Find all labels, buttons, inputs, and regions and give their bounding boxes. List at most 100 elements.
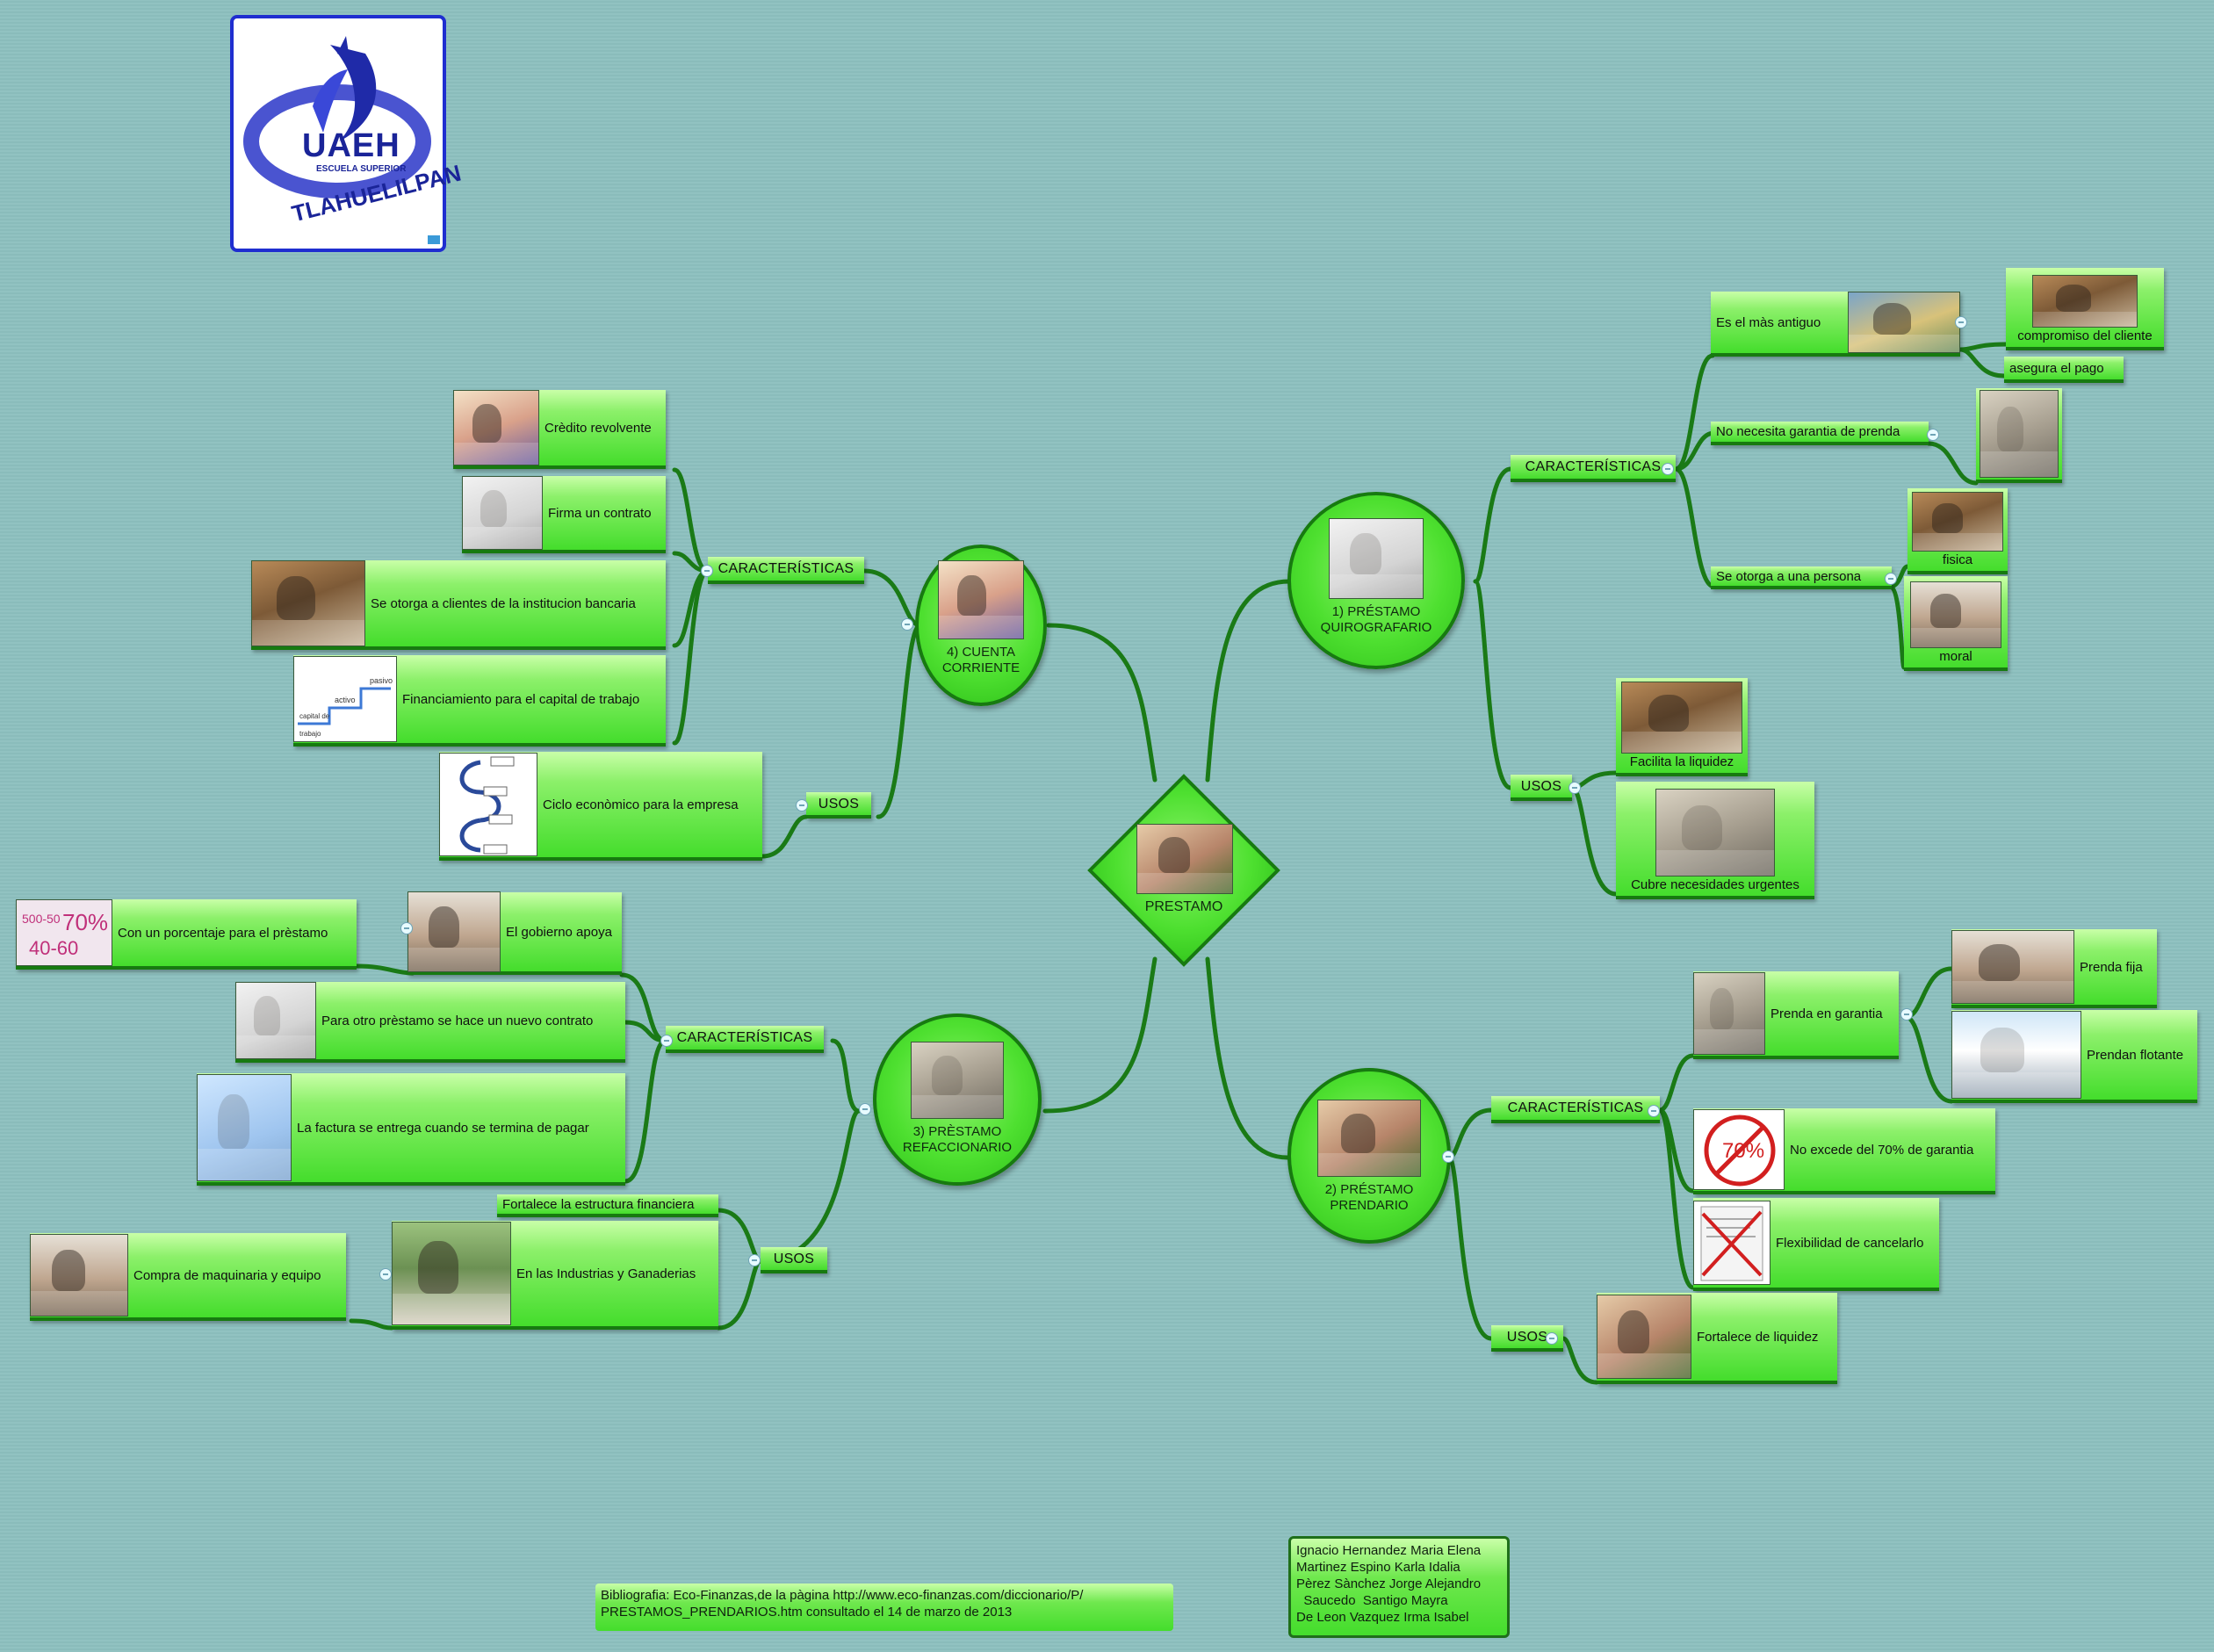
node-label: 2) PRÉSTAMO PRENDARIO: [1324, 1182, 1414, 1213]
flow-pasivo-text: pasivo: [370, 676, 393, 685]
p-no-excede[interactable]: 70% No excede del 70% de garantia: [1693, 1108, 1995, 1194]
percentage-note-icon: 500-50 70% 40-60: [16, 899, 112, 966]
seventy-percent-text: 70%: [1722, 1139, 1764, 1163]
r-ind-collapse-icon[interactable]: [379, 1268, 392, 1280]
logo-subtext: ESCUELA SUPERIOR: [316, 164, 407, 174]
r-caracteristicas[interactable]: CARACTERÍSTICAS: [666, 1026, 824, 1053]
q-fisica[interactable]: fisica: [1908, 488, 2008, 574]
seventy-percent-sign-icon: 70%: [1693, 1109, 1785, 1190]
pct-big-text: 70%: [62, 909, 108, 935]
q-antiguo[interactable]: Es el màs antiguo: [1711, 292, 1960, 357]
p-fortalece-liquidez[interactable]: Fortalece de liquidez: [1597, 1293, 1837, 1384]
service-photo: [1655, 789, 1775, 876]
pct-note-text: 500-50: [22, 912, 61, 926]
p-flexibilidad[interactable]: Flexibilidad de cancelarlo: [1693, 1198, 1939, 1291]
coins-photo: [1317, 1100, 1421, 1177]
p-garantia-collapse-icon[interactable]: [1900, 1008, 1913, 1021]
flow-capital-text: capital de: [299, 712, 330, 720]
coins-hands-photo: [1597, 1295, 1691, 1379]
q-no-garantia[interactable]: No necesita garantia de prenda: [1711, 422, 1929, 445]
c-usos-collapse-icon[interactable]: [796, 799, 808, 812]
c-caracteristicas[interactable]: CARACTERÍSTICAS: [708, 557, 864, 584]
q-prenda-photo-node[interactable]: [1976, 388, 2062, 483]
node-prestamo-refaccionario[interactable]: 3) PRÈSTAMO REFACCIONARIO: [873, 1014, 1042, 1186]
q-moral[interactable]: moral: [1904, 576, 2008, 671]
r-gob-collapse-icon[interactable]: [400, 922, 413, 934]
node-label: 1) PRÉSTAMO QUIROGRAFARIO: [1320, 604, 1432, 635]
person-photo: [1912, 492, 2003, 552]
r-industrias[interactable]: En las Industrias y Ganaderias: [392, 1221, 718, 1330]
c-firma[interactable]: Firma un contrato: [462, 476, 666, 553]
c-usos[interactable]: USOS: [806, 792, 871, 819]
c-credito[interactable]: Crèdito revolvente: [453, 390, 666, 469]
money-photo: [1848, 292, 1960, 353]
q-car-collapse-icon[interactable]: [1662, 463, 1674, 475]
c-ciclo[interactable]: Ciclo econòmico para la empresa: [439, 752, 762, 861]
economic-cycle-diagram-icon: [439, 753, 537, 856]
invoice-photo: [197, 1074, 292, 1181]
bills-photo: [453, 390, 539, 465]
node-prestamo-prendario[interactable]: 2) PRÉSTAMO PRENDARIO: [1287, 1068, 1451, 1244]
desk-photo: [1621, 682, 1742, 754]
building-photo: [1951, 930, 2074, 1004]
flow-trabajo-text: trabajo: [299, 730, 321, 738]
p-prenda-fija[interactable]: Prenda fija: [1951, 929, 2157, 1008]
counter-photo: [1980, 390, 2059, 478]
office-photo: [2032, 275, 2138, 328]
bus-photo: [1951, 1011, 2081, 1099]
bank-desk-photo: [251, 560, 365, 646]
q-usos[interactable]: USOS: [1511, 775, 1572, 801]
q-otorga-collapse-icon[interactable]: [1885, 573, 1897, 585]
p-prendan-flotante[interactable]: Prendan flotante: [1951, 1010, 2197, 1103]
r-maquinaria[interactable]: Compra de maquinaria y equipo: [30, 1233, 346, 1321]
logo-badge-icon: [427, 234, 441, 245]
cancel-document-icon: [1693, 1201, 1770, 1285]
logo-brand: UAEH: [302, 127, 400, 164]
r-porcentaje[interactable]: 500-50 70% 40-60 Con un porcentaje para …: [16, 899, 357, 970]
street-people-photo: [407, 891, 501, 972]
group-photo: [1910, 581, 2001, 648]
r-otro-prestamo[interactable]: Para otro prèstamo se hace un nuevo cont…: [235, 982, 625, 1063]
p-car-collapse-icon[interactable]: [1648, 1105, 1660, 1117]
q-urgentes[interactable]: Cubre necesidades urgentes: [1616, 782, 1814, 899]
signing-photo: [462, 476, 543, 550]
root-node-prestamo[interactable]: PRESTAMO: [1086, 773, 1281, 968]
q-se-otorga[interactable]: Se otorga a una persona: [1711, 566, 1892, 589]
contract-signing-photo: [235, 982, 316, 1059]
c-car-collapse-icon[interactable]: [701, 565, 713, 577]
q-compromiso[interactable]: compromiso del cliente: [2006, 268, 2164, 350]
c-financiamiento[interactable]: pasivo activo capital de trabajo Financi…: [293, 655, 666, 747]
node-label: 3) PRÈSTAMO REFACCIONARIO: [902, 1124, 1013, 1155]
q-caracteristicas[interactable]: CARACTERÍSTICAS: [1511, 455, 1676, 482]
machinery-photo: [30, 1234, 128, 1317]
capital-flow-diagram-icon: pasivo activo capital de trabajo: [293, 656, 397, 742]
p-collapse-icon[interactable]: [1442, 1151, 1454, 1163]
cattle-photo: [392, 1222, 511, 1325]
r-car-collapse-icon[interactable]: [660, 1035, 673, 1047]
pct-small-text: 40-60: [29, 937, 78, 959]
p-caracteristicas[interactable]: CARACTERÍSTICAS: [1491, 1096, 1660, 1123]
flow-activo-text: activo: [335, 696, 356, 704]
uaeh-logo: UAEH ESCUELA SUPERIOR TLAHUELILPAN: [230, 15, 464, 252]
r-usos-collapse-icon[interactable]: [748, 1254, 761, 1266]
q-asegura[interactable]: asegura el pago: [2004, 357, 2124, 383]
q-antiguo-collapse-icon[interactable]: [1955, 316, 1967, 328]
root-label: PRESTAMO: [1144, 899, 1223, 914]
c-collapse-icon[interactable]: [901, 618, 913, 631]
r-fortalece-estructura[interactable]: Fortalece la estructura financiera: [497, 1194, 718, 1217]
node-prestamo-quirografario[interactable]: 1) PRÉSTAMO QUIROGRAFARIO: [1287, 492, 1465, 669]
node-cuenta-corriente[interactable]: 4) CUENTA CORRIENTE: [915, 545, 1047, 706]
bibliography-box: Bibliografia: Eco-Finanzas,de la pàgina …: [595, 1583, 1173, 1631]
p-prenda-garantia[interactable]: Prenda en garantia: [1693, 971, 1899, 1059]
r-gobierno[interactable]: El gobierno apoya: [407, 891, 622, 975]
r-factura[interactable]: La factura se entrega cuando se termina …: [197, 1073, 625, 1186]
counter-photo: [1693, 972, 1765, 1055]
r-collapse-icon[interactable]: [859, 1103, 871, 1115]
q-nogar-collapse-icon[interactable]: [1927, 429, 1939, 441]
c-clientes[interactable]: Se otorga a clientes de la institucion b…: [251, 560, 666, 650]
p-usos-collapse-icon[interactable]: [1546, 1332, 1558, 1345]
q-liquidez[interactable]: Facilita la liquidez: [1616, 678, 1748, 776]
r-usos[interactable]: USOS: [761, 1247, 827, 1273]
q-usos-collapse-icon[interactable]: [1569, 782, 1581, 794]
handshake-photo: [1136, 824, 1233, 894]
